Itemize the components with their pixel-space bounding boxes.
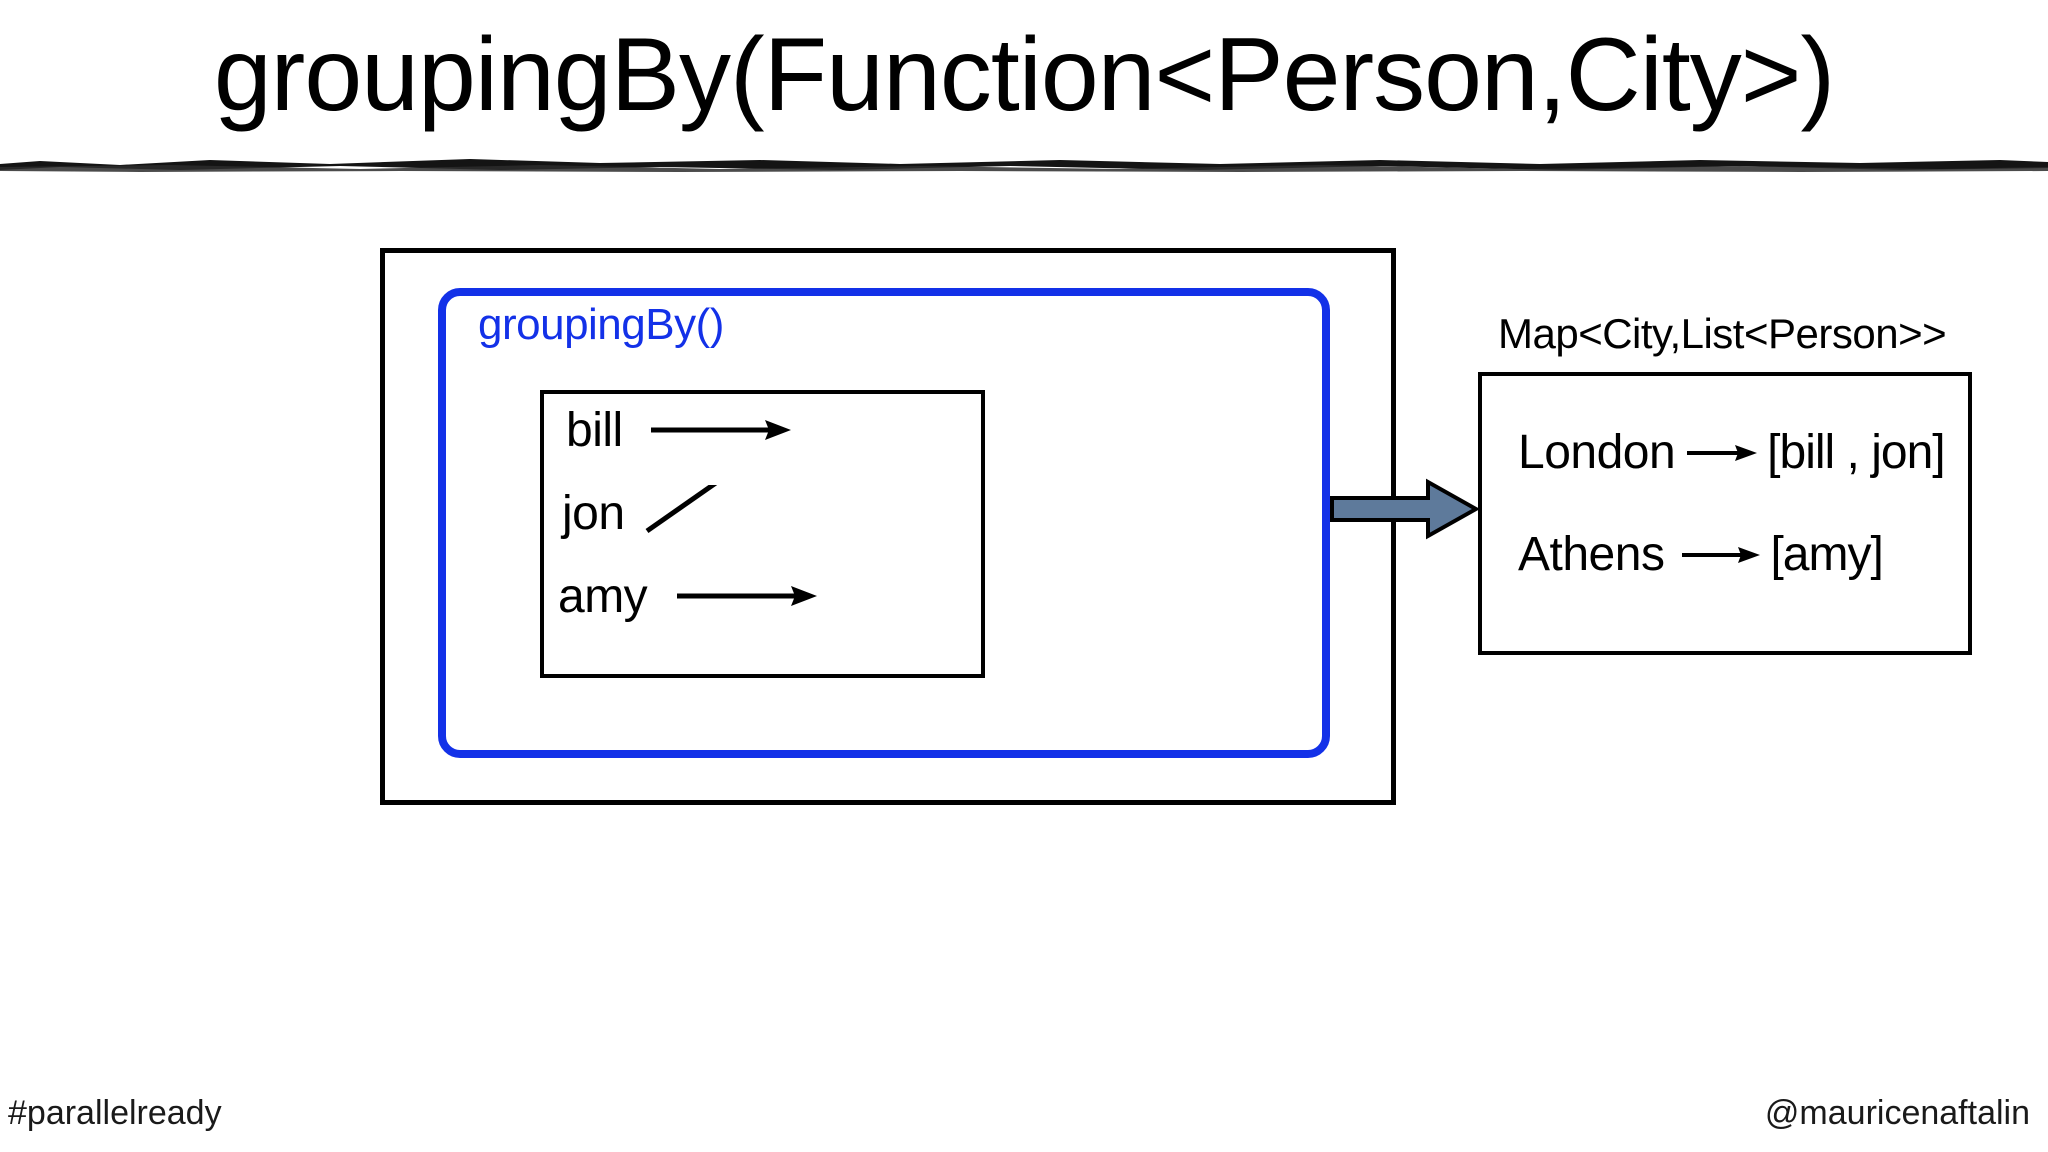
page-title: groupingBy(Function<Person,City>) [213, 16, 1835, 133]
arrow-up-right-icon [645, 485, 717, 534]
map-entry-london: London [bill , jon] [1518, 425, 1946, 480]
map-entry-value: [bill , jon] [1767, 426, 1945, 479]
arrow-right-icon [650, 420, 791, 440]
stream-elements-box [540, 390, 985, 678]
arrow-right-icon [1682, 546, 1761, 563]
title-divider [0, 159, 2048, 172]
map-type-label: Map<City,List<Person>> [1498, 310, 1947, 357]
map-entry-key: Athens [1518, 528, 1665, 581]
map-entry-value: [amy] [1770, 528, 1883, 581]
stream-item-jon: jon [562, 485, 805, 541]
stream-item-label: amy [558, 569, 648, 623]
footer-handle: @mauricenaftalin [1764, 1094, 2030, 1132]
map-entry-athens: Athens [amy] [1518, 527, 1884, 582]
grouping-by-stage-label: groupingBy() [478, 300, 724, 349]
arrow-right-icon [1687, 444, 1758, 461]
stream-item-label: bill [566, 403, 623, 457]
map-result-box [1478, 372, 1972, 655]
map-entry-key: London [1518, 426, 1676, 479]
grouping-by-stage-box [438, 288, 1330, 758]
block-arrow-right-icon [1330, 478, 1478, 540]
arrow-right-icon [677, 586, 818, 606]
stream-item-amy: amy [558, 568, 827, 624]
stream-item-bill: bill [566, 402, 803, 458]
stream-item-label: jon [562, 486, 625, 540]
footer-hashtag: #parallelready [8, 1094, 222, 1132]
